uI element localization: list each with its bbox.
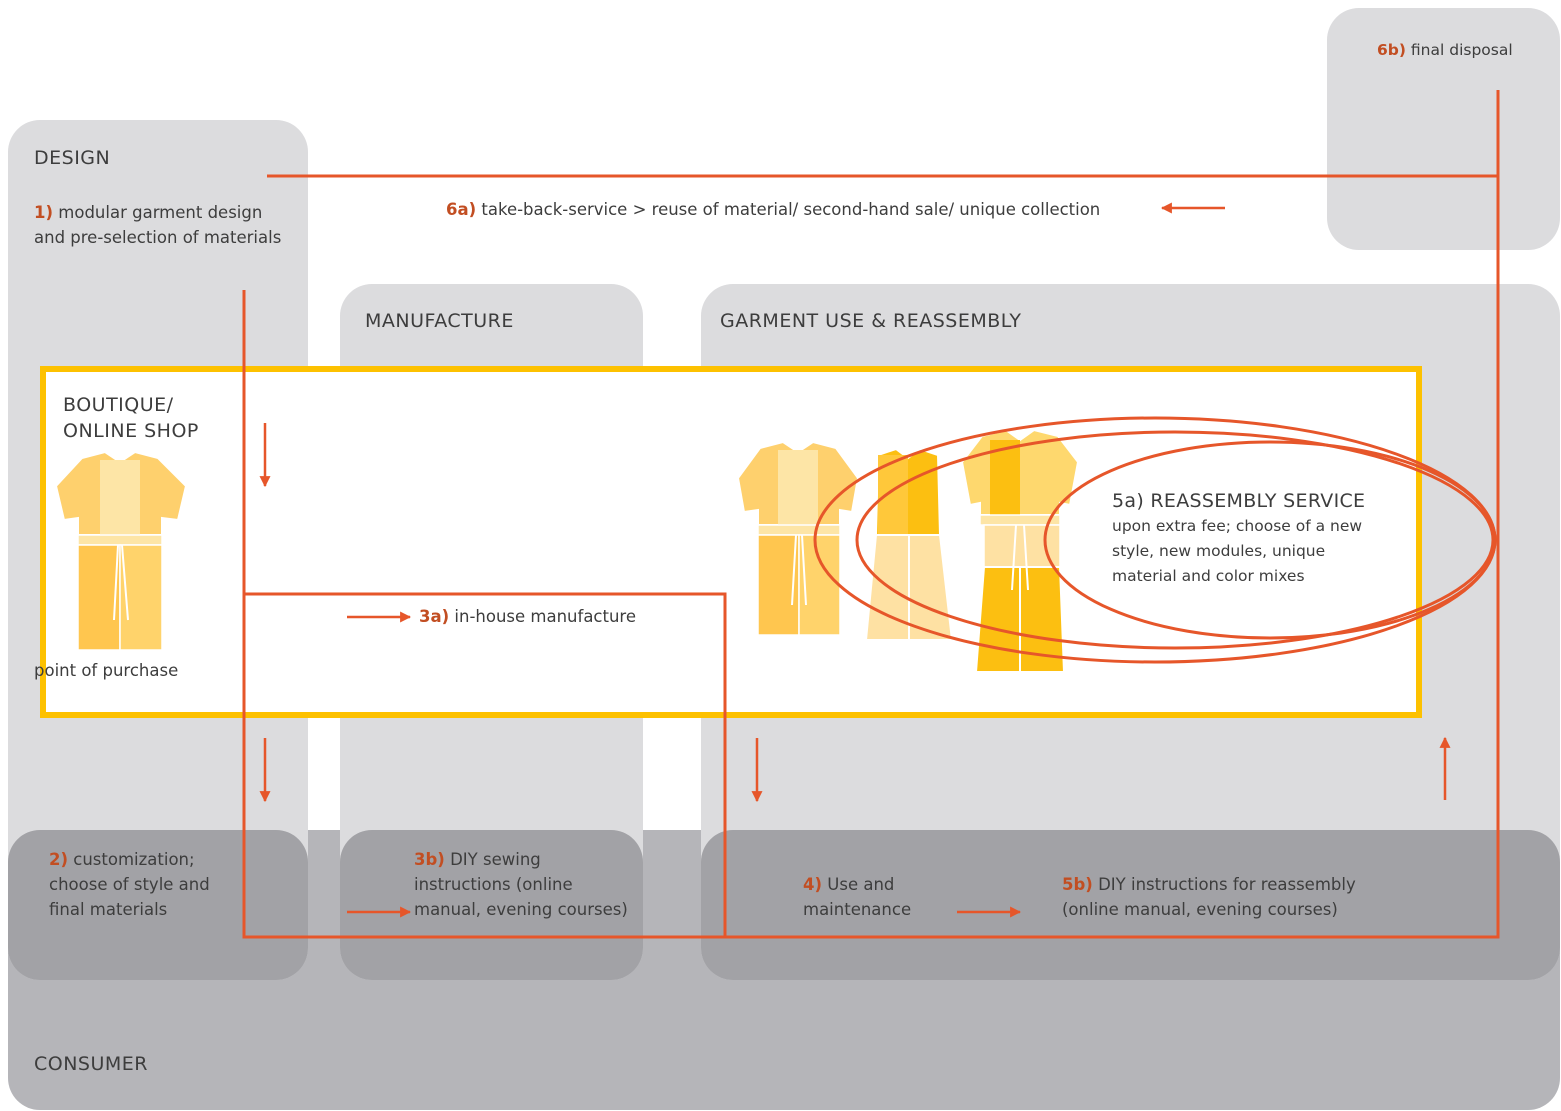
step-6a-label: take-back-service > reuse of material/ s… <box>481 200 1101 219</box>
step-4-text: 4) Use and maintenance <box>803 872 911 922</box>
step-1-line1: modular garment design <box>58 203 263 222</box>
step-3b-text: 3b) DIY sewing instructions (online manu… <box>414 847 628 922</box>
step-3b-number: 3b) <box>414 850 445 869</box>
step-5b-number: 5b) <box>1062 875 1093 894</box>
step-5b-line1: DIY instructions for reassembly <box>1098 875 1356 894</box>
step-6b-text: 6b) final disposal <box>1377 38 1513 63</box>
boutique-online-shop-box <box>40 366 1422 718</box>
step-1-line2: and pre-selection of materials <box>34 228 282 247</box>
step-6a-number: 6a) <box>446 200 477 219</box>
step-2-line2: choose of style and <box>49 875 210 894</box>
reassembly-loop-middle <box>855 430 1495 650</box>
step-3b-line2: instructions (online <box>414 875 573 894</box>
step-3b-line1: DIY sewing <box>450 850 541 869</box>
step-5a-number: 5a) <box>1112 490 1145 512</box>
step-3a-number: 3a) <box>419 607 450 626</box>
step-3a-label: in-house manufacture <box>454 607 636 626</box>
step-2-text: 2) customization; choose of style and fi… <box>49 847 210 922</box>
step-2-line1: customization; <box>73 850 195 869</box>
point-of-purchase-caption: point of purchase <box>34 661 179 680</box>
garment-consumer-strip <box>701 830 1560 980</box>
step-4-line1: Use and <box>827 875 895 894</box>
step-5a-block: 5a) REASSEMBLY SERVICE upon extra fee; c… <box>1112 490 1365 589</box>
step-1-text: 1) modular garment design and pre-select… <box>34 200 281 250</box>
step-3b-line3: manual, evening courses) <box>414 900 628 919</box>
manufacture-consumer-strip <box>340 830 643 980</box>
boutique-title-line2: ONLINE SHOP <box>63 420 199 442</box>
design-title: DESIGN <box>34 147 111 169</box>
step-2-number: 2) <box>49 850 69 869</box>
step-6b-number: 6b) <box>1377 41 1406 59</box>
step-5a-line3: material and color mixes <box>1112 567 1305 585</box>
reassembly-loop-inner <box>1043 440 1497 640</box>
step-5b-line2: (online manual, evening courses) <box>1062 900 1338 919</box>
step-5b-text: 5b) DIY instructions for reassembly (onl… <box>1062 872 1356 922</box>
consumer-return-line <box>242 594 725 939</box>
consumer-title: CONSUMER <box>34 1053 149 1075</box>
flow-arrows <box>259 202 1451 918</box>
design-consumer-strip <box>8 830 308 980</box>
step-6b-label: final disposal <box>1410 41 1513 59</box>
step-1-number: 1) <box>34 203 54 222</box>
garment-use-title: GARMENT USE & REASSEMBLY <box>720 310 1022 332</box>
manufacture-title: MANUFACTURE <box>365 310 514 332</box>
step-4-number: 4) <box>803 875 823 894</box>
flow-lines <box>242 90 1500 939</box>
reassembly-loops <box>813 416 1497 664</box>
step-5a-line1: upon extra fee; choose of a new <box>1112 517 1363 535</box>
garment-1-icon <box>736 440 860 636</box>
garment-illustrations <box>54 428 1080 673</box>
step-4-line2: maintenance <box>803 900 912 919</box>
boutique-garment-icon <box>54 450 188 651</box>
step-5a-line2: style, new modules, unique <box>1112 542 1326 560</box>
step-5a-title: REASSEMBLY SERVICE <box>1150 490 1366 512</box>
boutique-title-line1: BOUTIQUE/ <box>63 394 174 416</box>
step-2-line3: final materials <box>49 900 168 919</box>
disposal-panel <box>1327 8 1560 250</box>
step-3a-text: 3a) in-house manufacture <box>419 604 636 629</box>
main-cycle-line <box>242 90 1500 939</box>
step-6a-text: 6a) take-back-service > reuse of materia… <box>446 197 1100 222</box>
